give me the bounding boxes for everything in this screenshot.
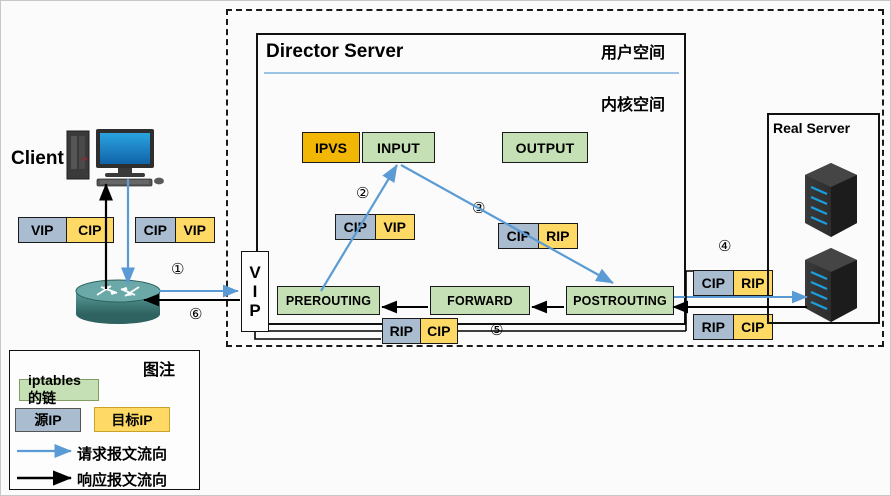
packet-rs-response: RIP CIP [693,314,773,340]
legend-title: 图注 [143,360,176,379]
legend-dst-swatch: 目标IP [94,407,170,432]
packet-after-prerouting: CIP VIP [335,214,415,240]
legend-request-label: 请求报文流向 [77,445,168,463]
step-1-marker: ① [171,260,185,278]
client-label: Client [11,148,64,169]
chain-prerouting: PREROUTING [277,286,380,315]
vip-letter-v: V [249,262,261,282]
step-4-marker: ④ [718,237,732,255]
packet-dst: RIP [537,224,577,248]
step-3-marker: ③ [472,199,486,217]
packet-dst: CIP [419,319,457,343]
packet-after-ipvs-dnat: CIP RIP [498,223,578,249]
real-server-box [767,113,880,324]
packet-src: RIP [694,315,733,339]
step-6-marker: ⑥ [189,305,203,323]
step-5-marker: ⑤ [490,321,504,339]
legend-chain-swatch: iptables的链 [19,372,99,406]
director-vip-interface-box: V I P [241,251,269,332]
legend-src-swatch: 源IP [15,408,81,432]
packet-dst: RIP [732,271,772,295]
kernel-space-label: 内核空间 [601,95,666,114]
packet-rs-request: CIP RIP [693,270,773,296]
chain-output: OUTPUT [502,132,588,163]
packet-src: CIP [336,215,375,239]
packet-client-request: CIP VIP [135,217,215,243]
ipvs-box: IPVS [302,132,360,163]
packet-src: CIP [136,218,175,242]
packet-return-inner: RIP CIP [382,318,458,344]
packet-dst: CIP [65,218,113,242]
legend-response-label: 响应报文流向 [77,471,168,489]
chain-input: INPUT [362,132,435,163]
packet-src: CIP [499,224,538,248]
director-server-box [256,33,686,325]
nat-boundary-frame [226,9,884,347]
packet-client-response: VIP CIP [18,217,114,243]
user-space-label: 用户空间 [601,43,666,62]
step-2-marker: ② [356,184,370,202]
vip-letter-p: P [249,301,261,321]
packet-src: VIP [19,218,66,242]
director-server-title: Director Server [266,41,404,62]
real-server-title: Real Server [773,120,851,136]
packet-dst: VIP [374,215,414,239]
packet-src: RIP [383,319,420,343]
desktop-computer-icon [66,129,164,187]
router-icon [75,279,161,324]
chain-postrouting: POSTROUTING [566,286,674,315]
packet-dst: CIP [732,315,772,339]
packet-src: CIP [694,271,733,295]
packet-dst: VIP [174,218,214,242]
vip-letter-i: I [252,281,258,301]
chain-forward: FORWARD [430,286,530,315]
